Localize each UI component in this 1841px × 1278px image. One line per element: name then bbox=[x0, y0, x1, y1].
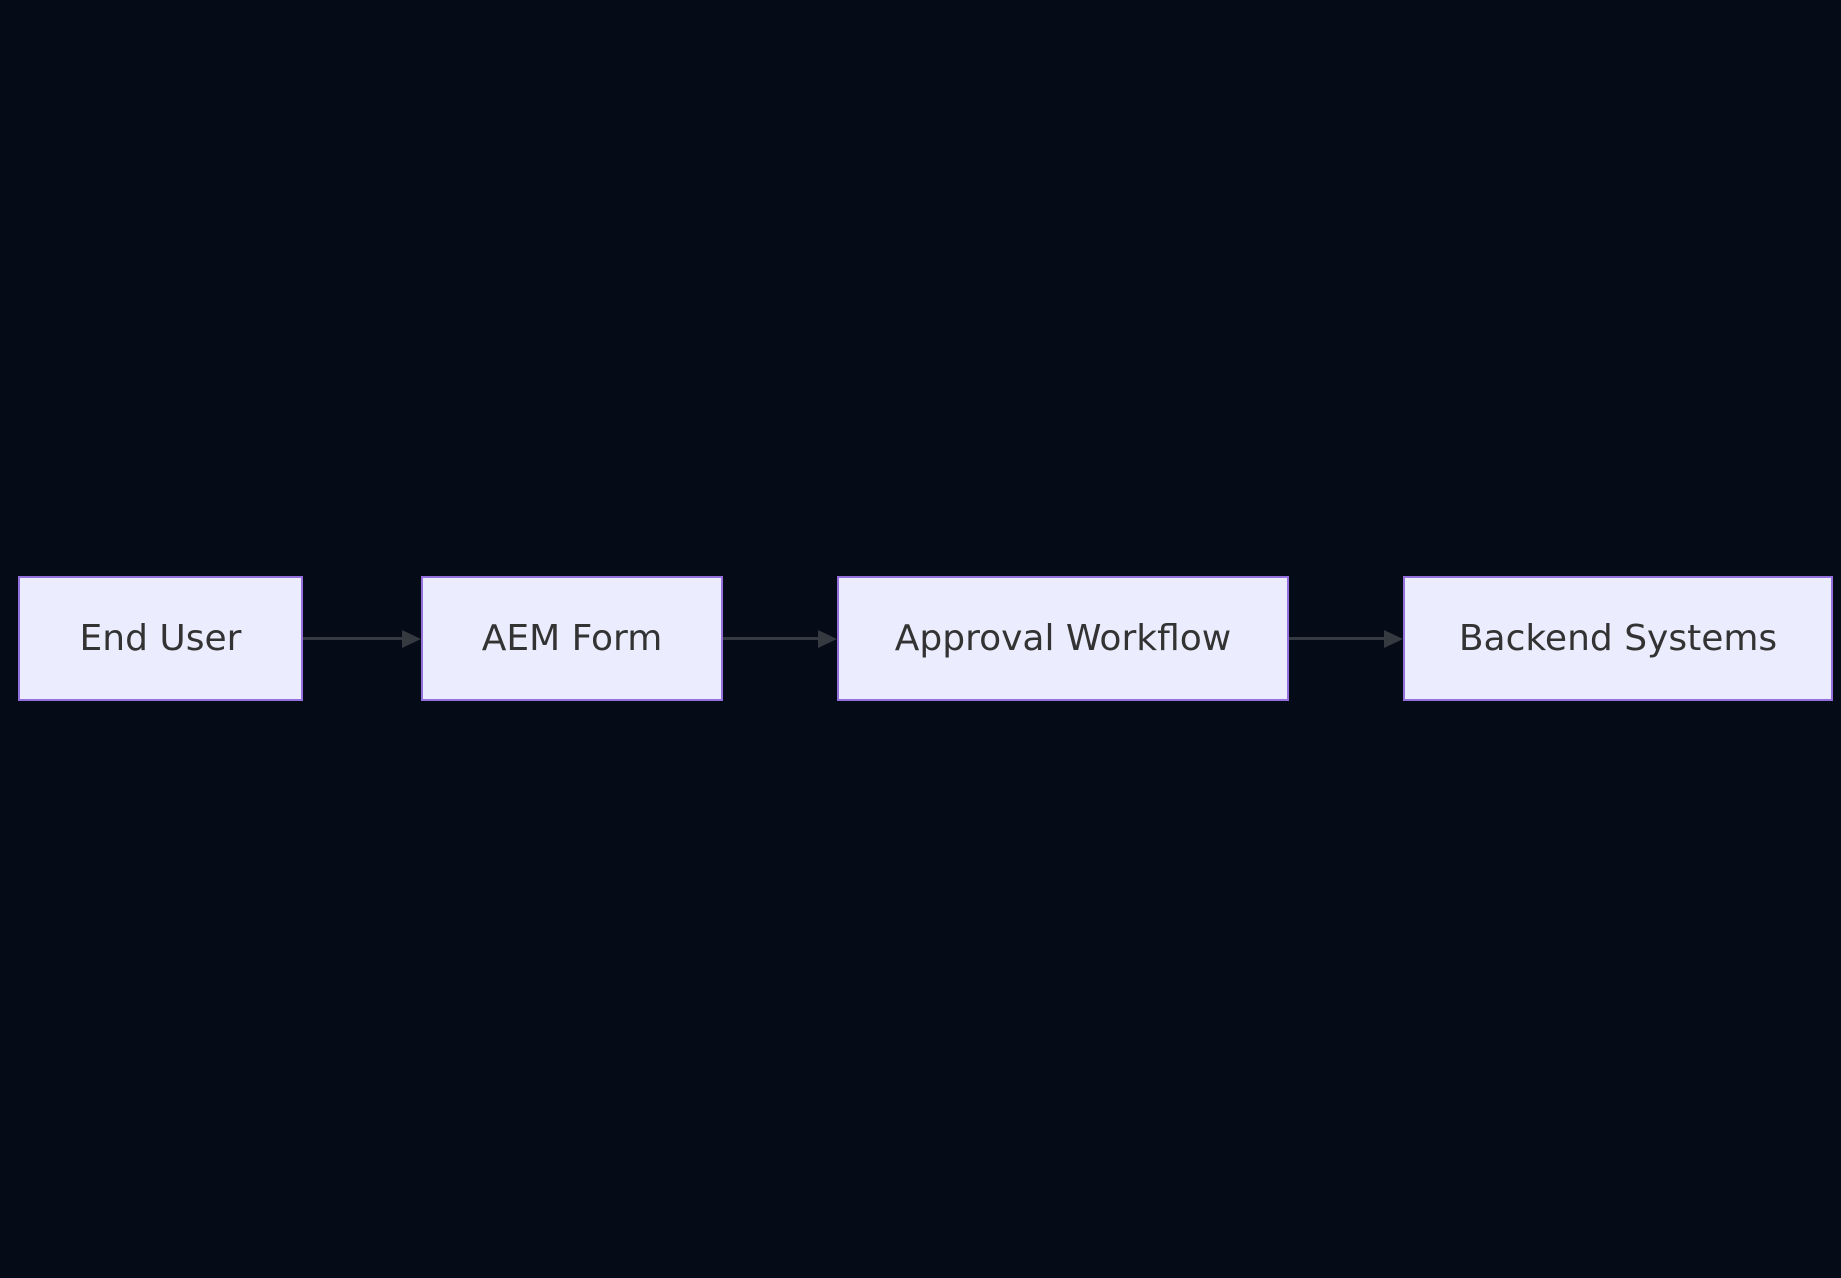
edge-line bbox=[723, 637, 823, 640]
edge-end-user-to-aem-form bbox=[303, 576, 421, 701]
edge-line bbox=[1289, 637, 1389, 640]
flowchart-canvas: End User AEM Form Approval Workflow Back… bbox=[18, 576, 1833, 701]
edge-aem-form-to-approval-workflow bbox=[723, 576, 837, 701]
flow-node-approval-workflow-label: Approval Workflow bbox=[894, 617, 1232, 659]
edge-approval-workflow-to-backend-systems bbox=[1289, 576, 1403, 701]
arrowhead-right-icon bbox=[1384, 629, 1403, 648]
flow-node-end-user-label: End User bbox=[79, 617, 242, 659]
flow-node-aem-form: AEM Form bbox=[421, 576, 723, 701]
flow-node-end-user: End User bbox=[18, 576, 303, 701]
arrowhead-right-icon bbox=[402, 629, 421, 648]
edge-line bbox=[303, 637, 407, 640]
flow-node-backend-systems-label: Backend Systems bbox=[1458, 617, 1778, 659]
flow-node-approval-workflow: Approval Workflow bbox=[837, 576, 1289, 701]
flow-node-backend-systems: Backend Systems bbox=[1403, 576, 1833, 701]
flow-node-aem-form-label: AEM Form bbox=[481, 617, 663, 659]
arrowhead-right-icon bbox=[818, 629, 837, 648]
